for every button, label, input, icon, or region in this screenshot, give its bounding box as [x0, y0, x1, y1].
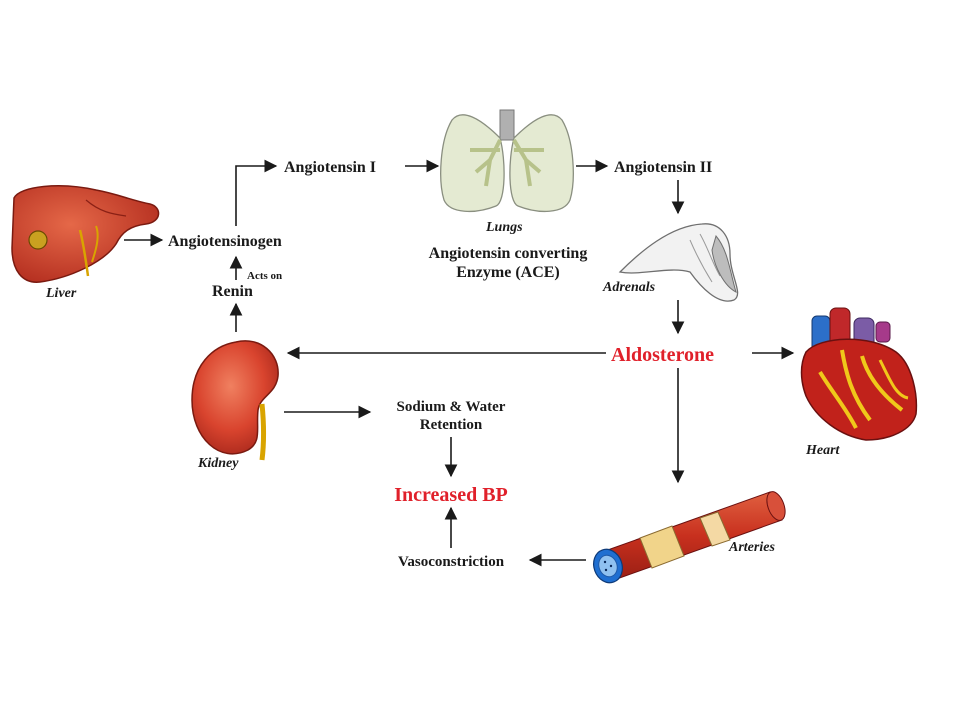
- arteries-label: Arteries: [728, 540, 775, 555]
- arrow-angiotensinogen-to-angiotensin-1: [235, 159, 278, 226]
- ace-label-line2: Enzyme (ACE): [456, 264, 560, 281]
- arteries-illustration: [593, 491, 786, 584]
- liver-label: Liver: [45, 286, 77, 301]
- increased-bp-node: Increased BP: [394, 484, 508, 506]
- kidney-illustration: [191, 340, 279, 461]
- angiotensinogen-node: Angiotensinogen: [168, 233, 282, 250]
- ace-label-line1: Angiotensin converting: [429, 245, 588, 262]
- aldosterone-node: Aldosterone: [611, 344, 714, 366]
- sodium-water-line2: Retention: [420, 417, 483, 433]
- renin-node: Renin: [212, 283, 253, 300]
- liver-illustration: [11, 185, 160, 283]
- angiotensin-1-node: Angiotensin I: [284, 159, 376, 176]
- adrenals-illustration: [618, 223, 739, 302]
- lungs-illustration: [440, 109, 574, 212]
- adrenals-label: Adrenals: [602, 280, 656, 295]
- flow-arrows: [124, 159, 795, 567]
- heart-illustration: [800, 307, 918, 441]
- acts-on-label: Acts on: [247, 270, 282, 282]
- heart-label: Heart: [805, 443, 841, 458]
- lungs-label: Lungs: [485, 220, 523, 235]
- vasoconstriction-node: Vasoconstriction: [398, 554, 505, 570]
- kidney-label: Kidney: [197, 456, 239, 471]
- sodium-water-line1: Sodium & Water: [397, 399, 506, 415]
- angiotensin-2-node: Angiotensin II: [614, 159, 712, 176]
